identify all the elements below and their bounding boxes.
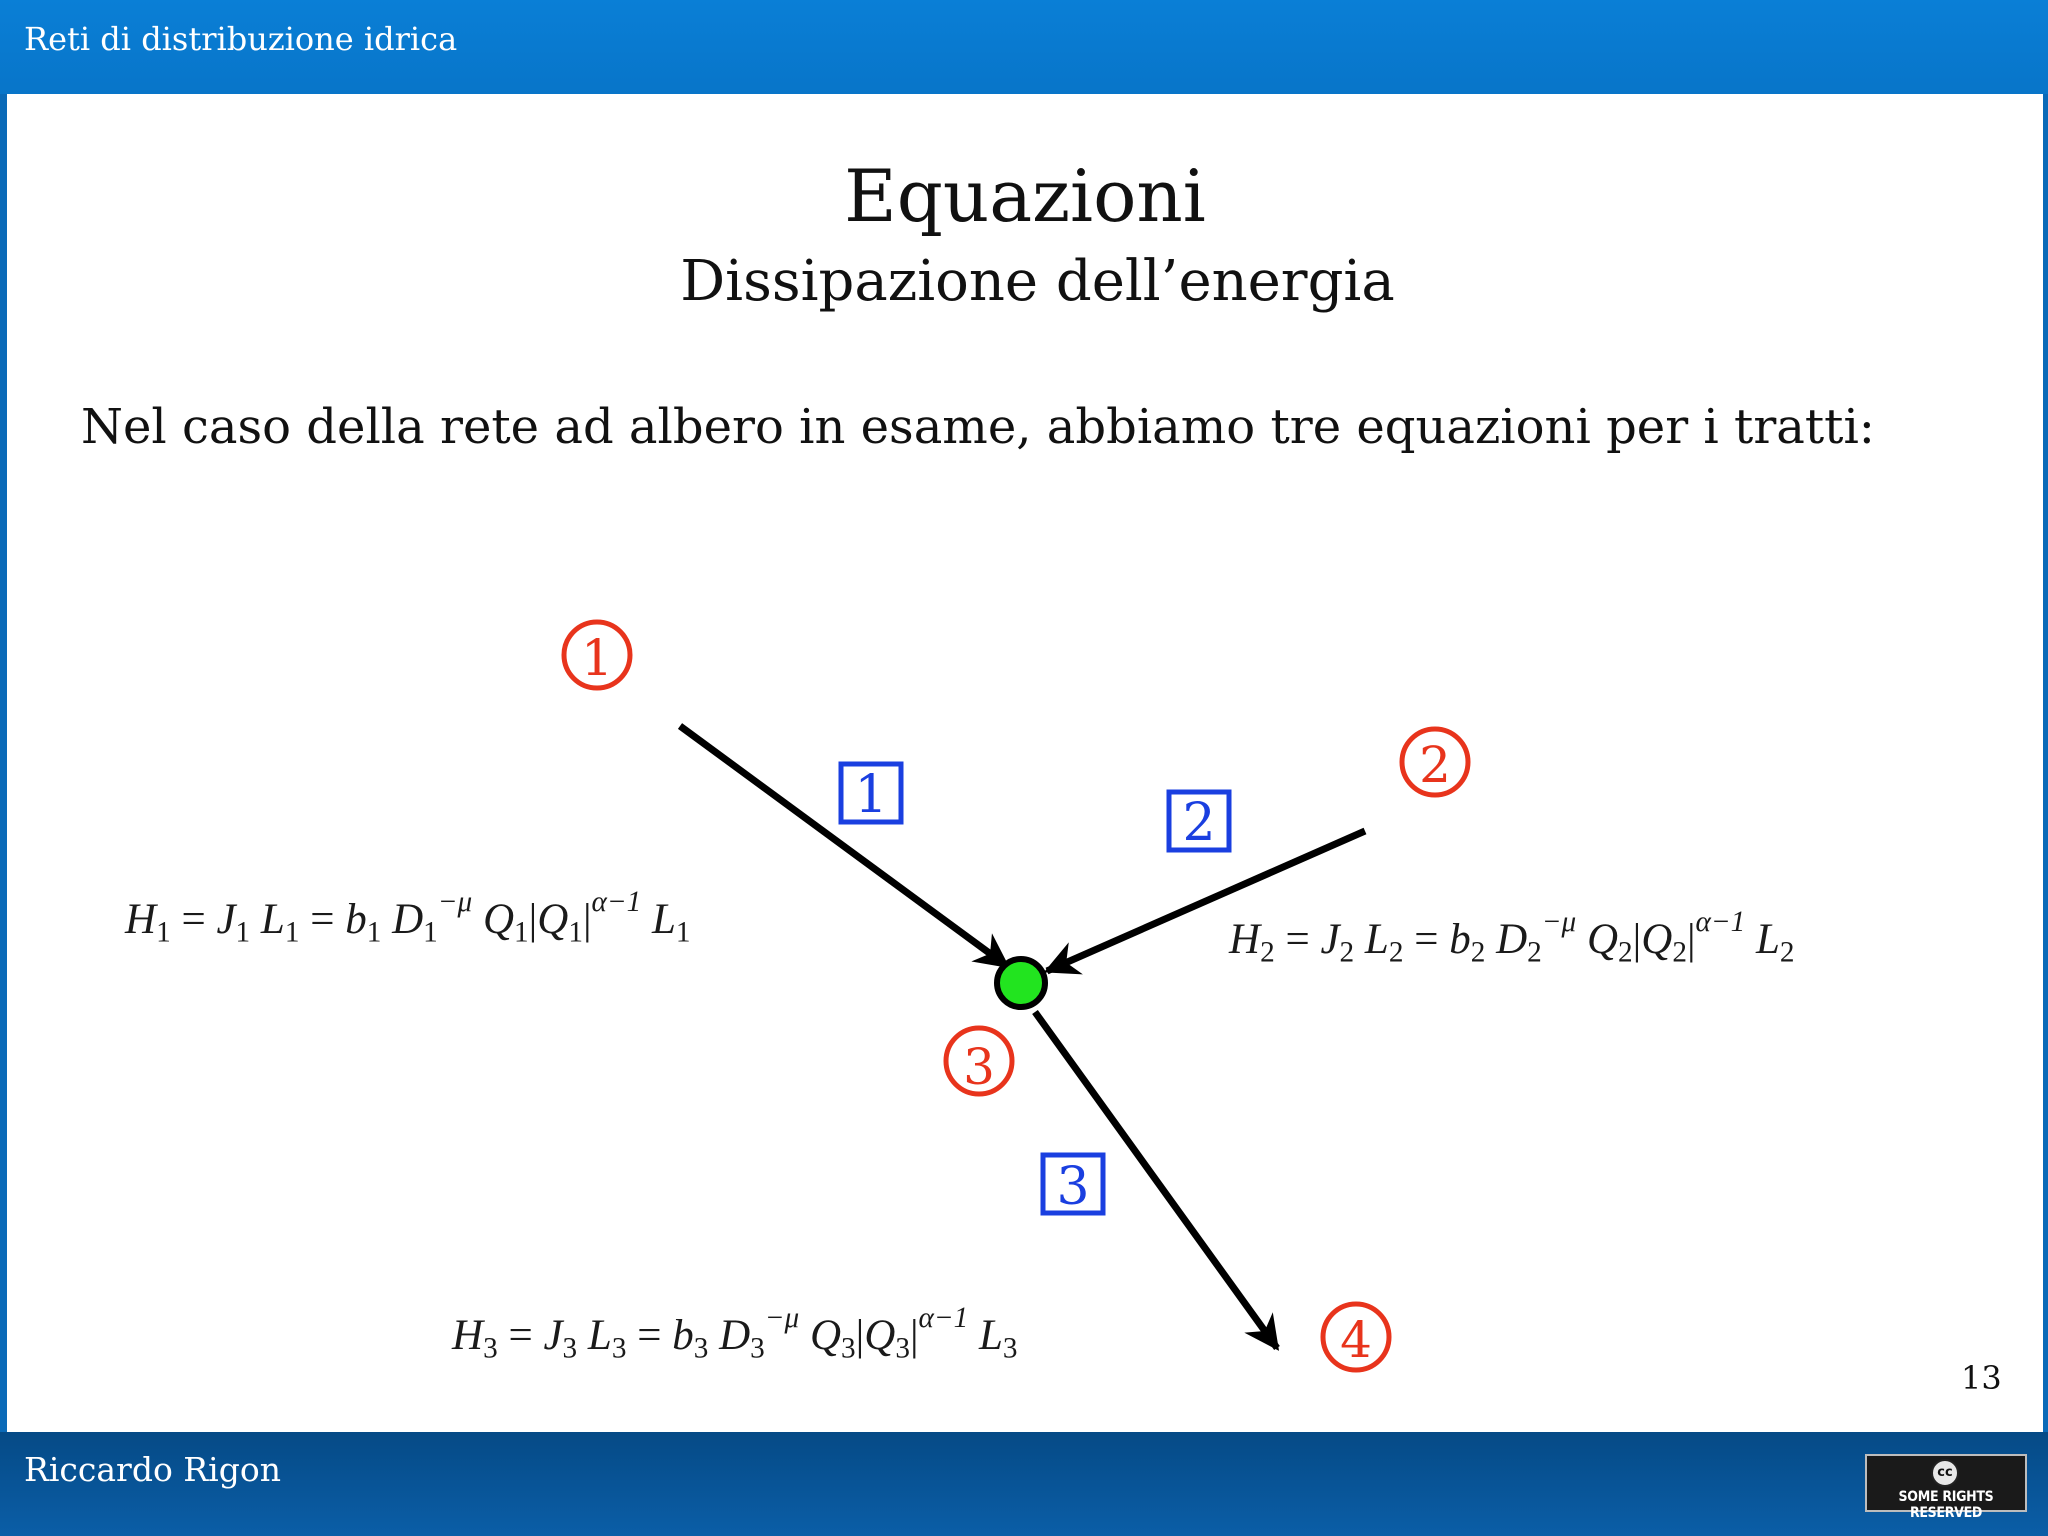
network-diagram: 1 2 3 4 1 2 3 (561, 619, 1471, 1373)
footer-bar: Riccardo Rigon cc SOME RIGHTS RESERVED (0, 1432, 2048, 1536)
node-1-marker: 1 (561, 619, 633, 691)
node-3-label: 3 (963, 1038, 995, 1096)
footer-author: Riccardo Rigon (24, 1450, 281, 1489)
equation-1: H1 = J1 L1 = b1 D1−μ Q1|Q1|α−1 L1 (125, 886, 691, 949)
pipe-2-arrow (1043, 827, 1367, 975)
node-2-label: 2 (1419, 736, 1451, 794)
segment-3-label: 3 (1056, 1157, 1089, 1217)
body-text: Nel caso della rete ad albero in esame, … (81, 399, 1875, 455)
equation-2: H2 = J2 L2 = b2 D2−μ Q2|Q2|α−1 L2 (1229, 906, 1795, 969)
cc-badge-text: SOME RIGHTS RESERVED (1898, 1489, 1994, 1521)
segment-1-marker: 1 (838, 761, 904, 825)
segment-2-label: 2 (1182, 793, 1215, 853)
pipe-1-arrow (677, 723, 1010, 969)
junction-node (994, 956, 1048, 1010)
equation-3: H3 = J3 L3 = b3 D3−μ Q3|Q3|α−1 L3 (452, 1302, 1018, 1365)
header-bar: Reti di distribuzione idrica (0, 0, 2048, 94)
page-number: 13 (1961, 1359, 2002, 1397)
node-4-marker: 4 (1320, 1301, 1392, 1373)
node-2-marker: 2 (1399, 726, 1471, 798)
segment-1-label: 1 (854, 765, 887, 825)
slide-title: Equazioni (844, 154, 1206, 238)
cc-icon: cc (1931, 1459, 1959, 1487)
slide: Equazioni Dissipazione dell’energia Nel … (7, 94, 2043, 1432)
segment-3-marker: 3 (1040, 1152, 1106, 1217)
header-title: Reti di distribuzione idrica (24, 20, 458, 58)
segment-2-marker: 2 (1166, 789, 1232, 853)
node-4-label: 4 (1340, 1311, 1372, 1369)
node-1-label: 1 (581, 629, 613, 687)
node-3-marker: 3 (943, 1025, 1015, 1097)
slide-subtitle: Dissipazione dell’energia (680, 249, 1395, 314)
pipe-3-arrow (1032, 1009, 1280, 1351)
creative-commons-badge[interactable]: cc SOME RIGHTS RESERVED (1865, 1454, 2027, 1521)
